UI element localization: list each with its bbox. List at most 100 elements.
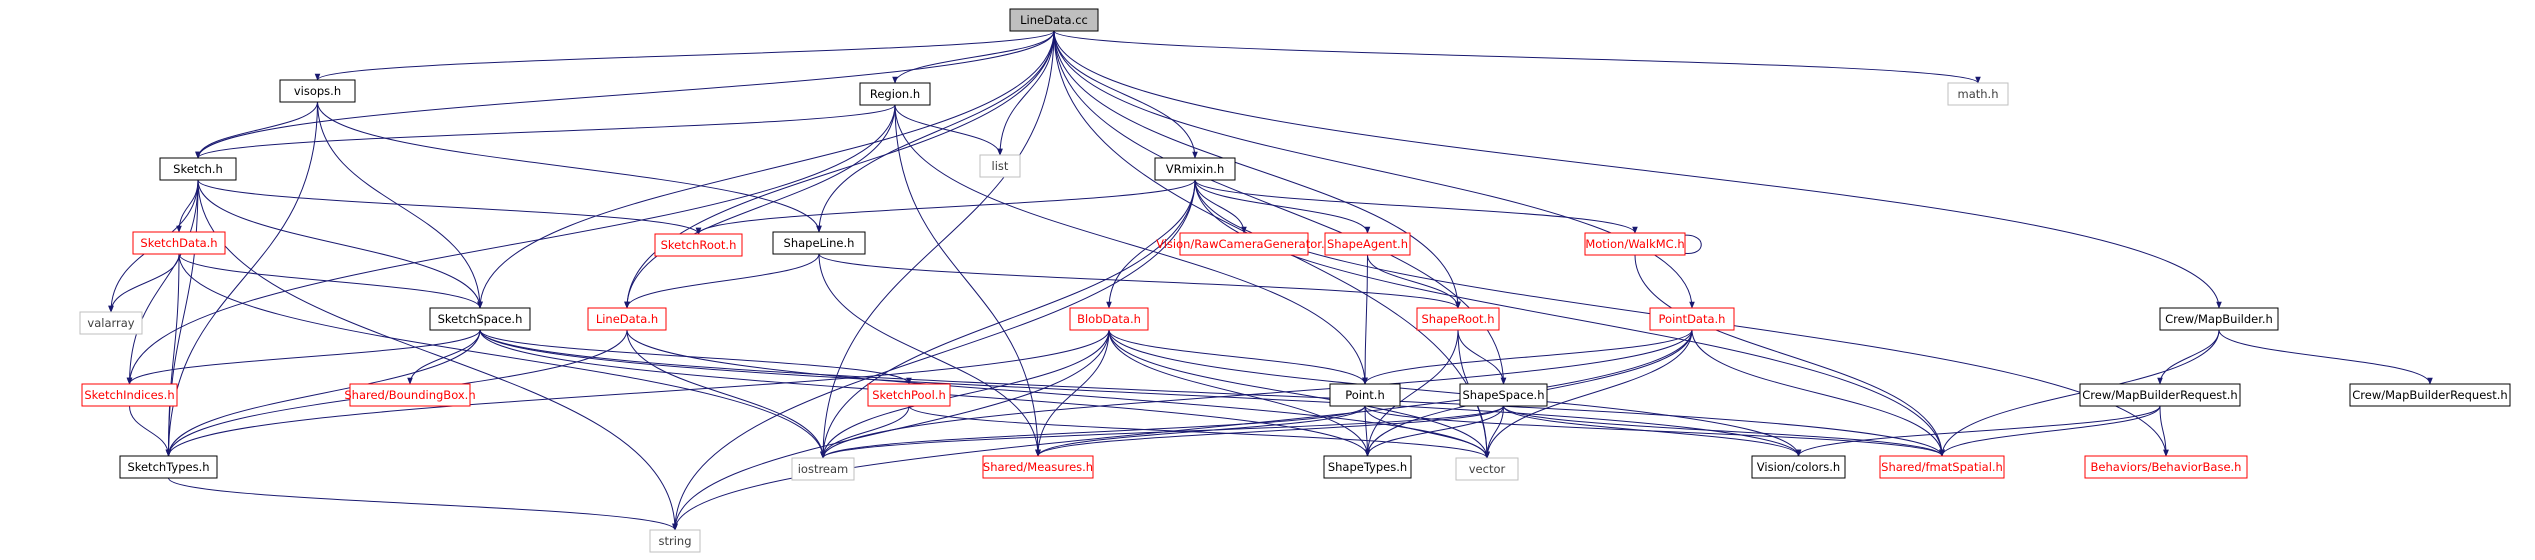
- edge-blobdata-to-measures: [1035, 329, 1110, 457]
- node-colors[interactable]: Vision/colors.h: [1751, 455, 1846, 479]
- edge-sketchdata-to-iostream: [178, 253, 826, 459]
- edge-root-to-shapeline: [816, 30, 1055, 233]
- node-label: VRmixin.h: [1166, 162, 1225, 176]
- node-label: Vision/RawCameraGenerator.h: [1156, 237, 1332, 251]
- node-vector[interactable]: vector: [1455, 457, 1519, 481]
- edge-mapbuilder-to-mbrequest1: [2157, 329, 2220, 385]
- node-box: [279, 79, 356, 103]
- node-shapetypes[interactable]: ShapeTypes.h: [1323, 455, 1412, 479]
- node-sketchtypes[interactable]: SketchTypes.h: [119, 455, 218, 479]
- node-label: Crew/MapBuilderRequest.h: [2082, 388, 2237, 402]
- edge-layer: [108, 30, 2433, 531]
- edge-blobdata-to-vector: [1108, 329, 1490, 459]
- node-sketchdata[interactable]: SketchData.h: [132, 231, 226, 255]
- node-root[interactable]: LineData.cc: [1009, 8, 1099, 32]
- node-sketch[interactable]: Sketch.h: [159, 157, 237, 181]
- node-pointdata[interactable]: PointData.h: [1649, 307, 1735, 331]
- edge-linedata-to-iostream: [626, 329, 826, 459]
- node-box: [649, 529, 701, 553]
- edge-vrmixin-to-iostream: [820, 179, 1196, 459]
- node-shaperoot[interactable]: ShapeRoot.h: [1416, 307, 1500, 331]
- node-label: ShapeAgent.h: [1327, 237, 1408, 251]
- node-shapeline[interactable]: ShapeLine.h: [772, 231, 866, 255]
- node-mapbuilder[interactable]: Crew/MapBuilder.h: [2159, 307, 2279, 331]
- node-label: Region.h: [870, 87, 920, 101]
- node-sketchroot[interactable]: SketchRoot.h: [654, 233, 743, 257]
- node-label: SketchIndices.h: [84, 388, 174, 402]
- node-label: math.h: [1958, 87, 1999, 101]
- edge-shapespace-to-colors: [1503, 405, 1802, 457]
- edge-shaperoot-to-shapetypes: [1364, 329, 1459, 457]
- node-box: [791, 457, 855, 481]
- node-list[interactable]: list: [979, 154, 1021, 178]
- node-sketchpool[interactable]: SketchPool.h: [867, 383, 951, 407]
- node-box: [132, 231, 226, 255]
- edge-blobdata-to-iostream: [820, 329, 1110, 459]
- node-box: [1179, 232, 1309, 256]
- node-rawcam[interactable]: Vision/RawCameraGenerator.h: [1156, 232, 1332, 256]
- node-label: Motion/WalkMC.h: [1585, 237, 1684, 251]
- node-iostream[interactable]: iostream: [791, 457, 855, 481]
- node-box: [1329, 383, 1401, 407]
- edge-shaperoot-to-shapespace: [1457, 329, 1507, 385]
- node-vrmixin[interactable]: VRmixin.h: [1154, 157, 1236, 181]
- edge-pointdata-to-string: [672, 329, 1693, 531]
- node-box: [979, 154, 1021, 178]
- node-label: SketchTypes.h: [127, 460, 209, 474]
- node-box: [1416, 307, 1500, 331]
- edge-mapbuilder-to-mbrequest2: [2218, 329, 2433, 385]
- edge-linedata-to-vector: [626, 329, 1490, 459]
- edge-walkmc-to-fmatspatial: [1634, 254, 1945, 457]
- edge-sketchdata-to-valarray: [108, 253, 180, 313]
- node-region[interactable]: Region.h: [859, 82, 931, 106]
- node-measures[interactable]: Shared/Measures.h: [982, 455, 1094, 479]
- node-mbrequest1[interactable]: Crew/MapBuilderRequest.h: [2079, 383, 2241, 407]
- node-box: [587, 307, 667, 331]
- node-visops[interactable]: visops.h: [279, 79, 356, 103]
- node-label: Sketch.h: [173, 162, 223, 176]
- edge-sketch-to-sketchroot: [197, 179, 702, 235]
- node-sketchindices[interactable]: SketchIndices.h: [81, 383, 178, 407]
- node-box: [654, 233, 743, 257]
- node-label: Vision/colors.h: [1757, 460, 1840, 474]
- edge-root-to-mapbuilder: [1053, 30, 2222, 309]
- node-fmatspatial[interactable]: Shared/fmatSpatial.h: [1879, 455, 2005, 479]
- node-walkmc[interactable]: Motion/WalkMC.h: [1584, 232, 1686, 256]
- node-box: [429, 307, 531, 331]
- node-shapespace[interactable]: ShapeSpace.h: [1459, 383, 1548, 407]
- edge-shapeagent-to-point: [1362, 254, 1368, 385]
- edge-blobdata-to-colors: [1108, 329, 1802, 457]
- edge-sketch-to-sketchspace: [197, 179, 483, 309]
- edge-shapespace-to-iostream: [820, 405, 1504, 459]
- node-box: [1879, 455, 2005, 479]
- node-shapeagent[interactable]: ShapeAgent.h: [1324, 232, 1411, 256]
- edge-sketchdata-to-sketchspace: [178, 253, 483, 309]
- edge-shapeline-to-measures: [818, 253, 1041, 457]
- edge-shapespace-to-shapetypes: [1364, 405, 1504, 457]
- node-linedata[interactable]: LineData.h: [587, 307, 667, 331]
- node-string[interactable]: string: [649, 529, 701, 553]
- node-mbrequest2[interactable]: Crew/MapBuilderRequest.h: [2349, 383, 2511, 407]
- node-sketchspace[interactable]: SketchSpace.h: [429, 307, 531, 331]
- edge-root-to-list: [997, 30, 1055, 156]
- node-label: valarray: [87, 316, 134, 330]
- edge-sketchspace-to-fmatspatial: [479, 329, 1945, 457]
- node-box: [1324, 232, 1411, 256]
- edge-vrmixin-to-walkmc: [1194, 179, 1638, 234]
- edge-visops-to-sketch: [195, 101, 318, 159]
- node-label: ShapeLine.h: [784, 236, 855, 250]
- edge-root-to-shaperoot: [1053, 30, 1461, 309]
- edge-region-to-measures: [894, 104, 1041, 457]
- node-box: [1455, 457, 1519, 481]
- node-boundingbox[interactable]: Shared/BoundingBox.h: [344, 383, 476, 407]
- edge-region-to-sketch: [195, 104, 896, 159]
- node-math[interactable]: math.h: [1947, 82, 2009, 106]
- node-valarray[interactable]: valarray: [79, 311, 143, 335]
- node-point[interactable]: Point.h: [1329, 383, 1401, 407]
- node-box: [1947, 82, 2009, 106]
- node-label: LineData.cc: [1020, 13, 1088, 27]
- edge-pointdata-to-vector: [1484, 329, 1693, 459]
- node-behaviorbase[interactable]: Behaviors/BehaviorBase.h: [2084, 455, 2248, 479]
- node-blobdata[interactable]: BlobData.h: [1069, 307, 1149, 331]
